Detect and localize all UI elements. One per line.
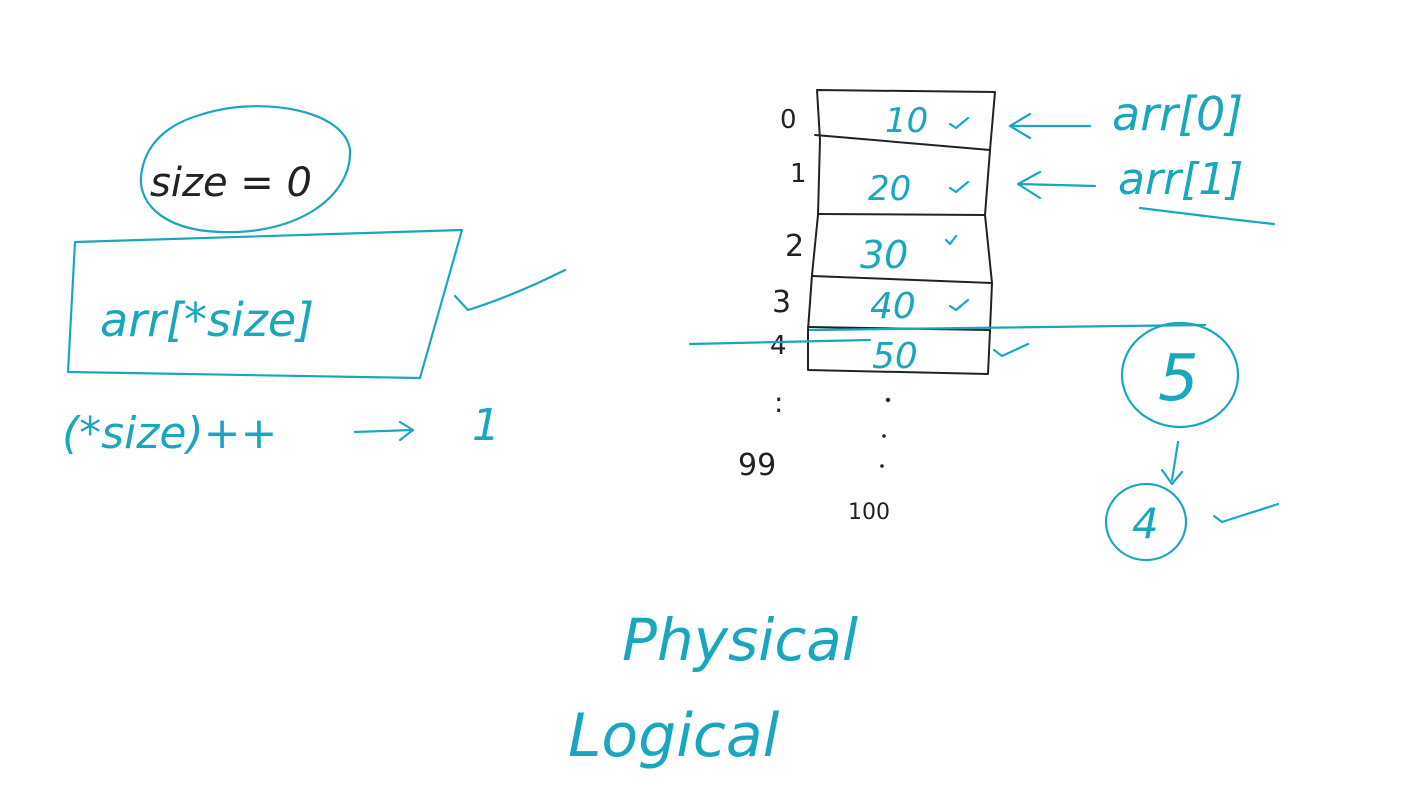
top-count-circle: [1120, 321, 1240, 429]
size-label: size = 0: [150, 160, 312, 206]
logical-word: Logical: [568, 701, 780, 771]
value-tick: [948, 116, 970, 130]
size-boundary-line: [688, 323, 1207, 346]
bottom-words: Physical Logical: [568, 606, 858, 771]
left-note: size = 0 arr[*size] (*size)++ 1: [62, 105, 567, 459]
row-divider: [811, 275, 993, 284]
last-index-label: 99: [738, 448, 776, 483]
expression-box: [66, 228, 464, 380]
pointer-underline: [1138, 206, 1276, 226]
row-divider: [817, 213, 986, 216]
cell-value: 10: [885, 101, 928, 141]
index-ellipsis: :: [774, 386, 783, 419]
index-label: 3: [772, 285, 791, 320]
continuation-dot: [880, 464, 884, 468]
continuation-dot: [882, 434, 886, 438]
pointer-label: arr[0]: [1112, 87, 1243, 141]
memory-array: 0 1 2 3 4 : 99 10 20 30 40 50 100 arr[0]…: [688, 87, 1276, 525]
value-tick: [992, 342, 1030, 358]
top-count-value: 5: [1158, 342, 1199, 416]
cell-value: 20: [868, 169, 911, 209]
size-ellipse: [139, 105, 352, 234]
continuation-dot: [885, 397, 891, 403]
pointer-arrow: [1016, 170, 1097, 200]
value-tick: [944, 234, 958, 246]
pointer-arrow: [1008, 112, 1092, 140]
index-label: 0: [780, 105, 797, 135]
index-label: 2: [785, 229, 804, 264]
row-divider: [814, 134, 991, 151]
count-note: 5 4: [1104, 321, 1280, 562]
pointer-label: arr[1]: [1118, 154, 1243, 205]
last-value-label: 100: [848, 500, 890, 525]
bottom-count-circle: [1104, 482, 1188, 562]
value-tick: [948, 180, 970, 194]
cell-value: 30: [860, 233, 908, 277]
value-tick: [948, 298, 970, 312]
bottom-count-value: 4: [1132, 499, 1159, 548]
count-check-mark: [1212, 502, 1280, 524]
box-check-mark: [453, 268, 567, 312]
index-label: 1: [790, 159, 807, 189]
index-label: 4: [770, 331, 787, 361]
physical-word: Physical: [622, 606, 858, 674]
increment-result: 1: [472, 400, 500, 451]
increment-arrow: [353, 420, 415, 442]
increment-expression: (*size)++: [62, 408, 277, 459]
box-expression: arr[*size]: [100, 293, 314, 347]
cell-value: 40: [870, 286, 916, 327]
cell-value: 50: [872, 336, 918, 377]
decrement-arrow: [1160, 440, 1184, 486]
